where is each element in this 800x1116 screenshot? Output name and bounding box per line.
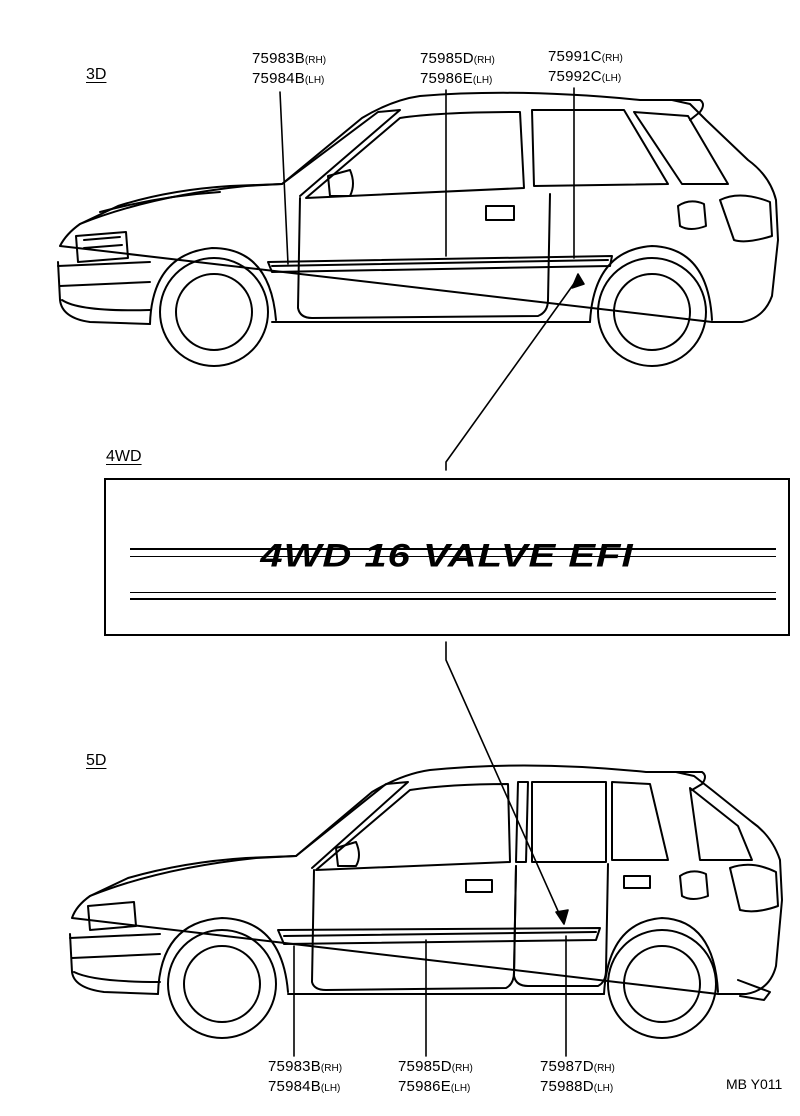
part-number-lh: 75988D xyxy=(540,1078,594,1095)
decal-stripe-top xyxy=(130,548,776,550)
part-label-top-1: 75983B(RH) 75984B(LH) xyxy=(252,50,326,90)
side-rh: (RH) xyxy=(473,55,495,66)
part-number-rh: 75991C xyxy=(548,48,602,65)
part-number-rh: 75985D xyxy=(398,1058,452,1075)
side-rh: (RH) xyxy=(320,1063,343,1074)
part-number-rh: 75983B xyxy=(252,50,305,67)
four-wheel-drive-heading: 4WD xyxy=(106,448,142,465)
decal-stripe-top-thin xyxy=(130,556,776,557)
part-number-rh: 75987D xyxy=(540,1058,594,1075)
drawing-code: MB Y011 xyxy=(726,1076,783,1092)
decal-detail-box: 4WD 16 VALVE EFI xyxy=(104,478,790,636)
decal-text: 4WD 16 VALVE EFI xyxy=(260,538,634,574)
side-lh: (LH) xyxy=(601,73,622,84)
side-lh: (LH) xyxy=(450,1083,471,1094)
part-label-bottom-2: 75985D(RH) 75986E(LH) xyxy=(398,1058,473,1098)
side-lh: (LH) xyxy=(320,1083,341,1094)
side-lh: (LH) xyxy=(472,75,493,86)
part-number-lh: 75984B xyxy=(252,70,305,87)
part-label-top-2: 75985D(RH) 75986E(LH) xyxy=(420,50,495,90)
part-number-rh: 75985D xyxy=(420,50,474,67)
three-door-car-drawing xyxy=(57,91,779,367)
part-number-lh: 75986E xyxy=(398,1078,451,1095)
part-number-rh: 75983B xyxy=(268,1058,321,1075)
part-number-lh: 75992C xyxy=(548,68,602,85)
leader-lines xyxy=(279,87,585,1057)
part-number-lh: 75984B xyxy=(268,1078,321,1095)
five-door-car-drawing xyxy=(69,764,783,1039)
part-number-lh: 75986E xyxy=(420,70,473,87)
side-rh: (RH) xyxy=(451,1063,473,1074)
side-rh: (RH) xyxy=(593,1063,615,1074)
three-door-heading: 3D xyxy=(86,66,107,83)
side-rh: (RH) xyxy=(304,55,327,66)
part-label-bottom-3: 75987D(RH) 75988D(LH) xyxy=(540,1058,615,1098)
part-label-bottom-1: 75983B(RH) 75984B(LH) xyxy=(268,1058,342,1098)
side-lh: (LH) xyxy=(304,75,325,86)
five-door-heading: 5D xyxy=(86,752,107,769)
side-rh: (RH) xyxy=(601,53,623,64)
part-label-top-3: 75991C(RH) 75992C(LH) xyxy=(548,48,623,88)
decal-stripe-bottom xyxy=(130,598,776,600)
decal-stripe-bottom-thin xyxy=(130,592,776,593)
side-lh: (LH) xyxy=(593,1083,614,1094)
